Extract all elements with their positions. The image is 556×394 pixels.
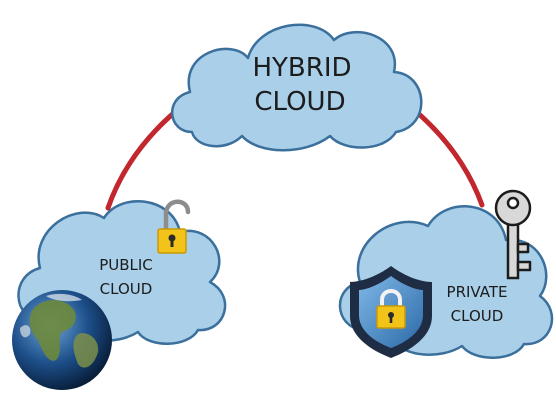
hybrid-cloud-shape — [171, 23, 423, 152]
connector-right — [409, 105, 485, 208]
public-label-line2: CLOUD — [100, 280, 153, 298]
shield-lock-icon — [350, 266, 432, 358]
public-label-line1: PUBLIC — [99, 256, 153, 274]
private-label-line2: CLOUD — [451, 307, 504, 325]
private-label-line1: PRIVATE — [447, 283, 508, 301]
hybrid-cloud: HYBRID CLOUD — [171, 23, 423, 152]
key-icon — [494, 189, 532, 280]
connector-left — [105, 103, 185, 211]
hybrid-label-line1: HYBRID — [252, 53, 351, 83]
open-padlock-icon — [157, 199, 191, 254]
hybrid-label-line2: CLOUD — [254, 87, 345, 117]
globe-icon — [12, 290, 112, 390]
